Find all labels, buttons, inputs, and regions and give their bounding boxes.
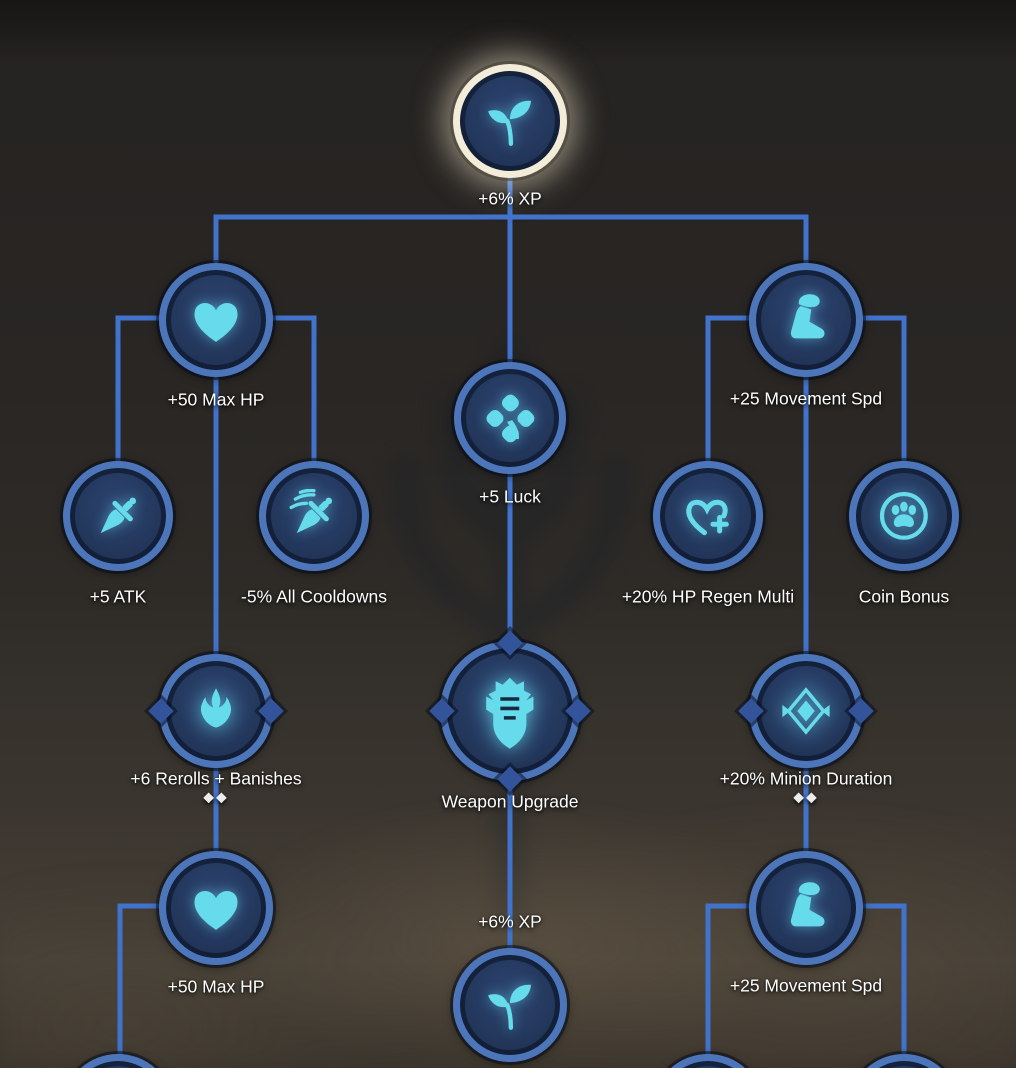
sprout-icon (482, 93, 538, 149)
skill-node-partial-3[interactable] (848, 1054, 960, 1068)
skill-node-minion-duration[interactable] (738, 654, 874, 768)
sword-speed-icon (287, 489, 341, 543)
totem-icon (472, 673, 548, 749)
skill-node-hp-regen[interactable] (653, 461, 763, 571)
clover-icon (483, 391, 538, 446)
heart-plus-icon (681, 489, 735, 543)
skill-node-xp-2[interactable] (453, 948, 567, 1062)
boot-icon (778, 292, 834, 348)
skill-label-xp-1: +6% XP (478, 188, 542, 209)
skill-node-partial-2[interactable] (652, 1054, 764, 1068)
skill-node-rerolls[interactable] (148, 654, 284, 768)
boot-icon (778, 880, 834, 936)
skill-node-atk[interactable] (63, 461, 173, 571)
skill-node-weapon-upgrade[interactable] (429, 630, 591, 792)
ornament-diamond-icon (497, 766, 523, 792)
skill-node-max-hp-2[interactable] (159, 851, 273, 965)
ornament-diamond-icon (429, 698, 455, 724)
skill-node-coin-bonus[interactable] (849, 461, 959, 571)
skill-label-weapon-upgrade: Weapon Upgrade (441, 791, 579, 812)
skill-label-atk: +5 ATK (89, 586, 147, 607)
paw-icon (877, 489, 931, 543)
skill-label-coin-bonus: Coin Bonus (858, 586, 950, 607)
skill-label-cooldowns: -5% All Cooldowns (241, 586, 387, 607)
skill-node-xp-1[interactable] (453, 64, 567, 178)
skill-label-move-spd-1: +25 Movement Spd (729, 388, 883, 409)
skill-node-move-spd-1[interactable] (749, 263, 863, 377)
ornament-diamond-icon (258, 698, 284, 724)
heart-icon (188, 880, 244, 936)
sword-icon (91, 489, 145, 543)
ornament-diamond-icon (848, 698, 874, 724)
ornament-diamond-icon (738, 698, 764, 724)
skill-node-luck[interactable] (454, 362, 566, 474)
flame-icon (188, 683, 244, 739)
sprout-icon (482, 977, 538, 1033)
skill-label-max-hp-2: +50 Max HP (167, 976, 265, 997)
upgrade-pips-rerolls: ◆◆ (203, 788, 229, 805)
ornament-diamond-icon (497, 630, 523, 656)
skill-node-partial-1[interactable] (62, 1054, 174, 1068)
skill-label-max-hp-1: +50 Max HP (167, 389, 265, 410)
skill-label-rerolls: +6 Rerolls + Banishes (130, 768, 302, 789)
skill-label-minion-duration: +20% Minion Duration (719, 768, 893, 789)
skill-label-xp-2: +6% XP (478, 911, 542, 932)
ornament-diamond-icon (148, 698, 174, 724)
skill-label-move-spd-2: +25 Movement Spd (729, 975, 883, 996)
skill-node-cooldowns[interactable] (259, 461, 369, 571)
rank-icon (778, 683, 834, 739)
skill-label-luck: +5 Luck (479, 486, 541, 507)
ornament-diamond-icon (565, 698, 591, 724)
skill-label-hp-regen: +20% HP Regen Multi (621, 586, 795, 607)
skill-node-move-spd-2[interactable] (749, 851, 863, 965)
heart-icon (188, 292, 244, 348)
upgrade-pips-minion-duration: ◆◆ (793, 788, 819, 805)
skill-node-max-hp-1[interactable] (159, 263, 273, 377)
